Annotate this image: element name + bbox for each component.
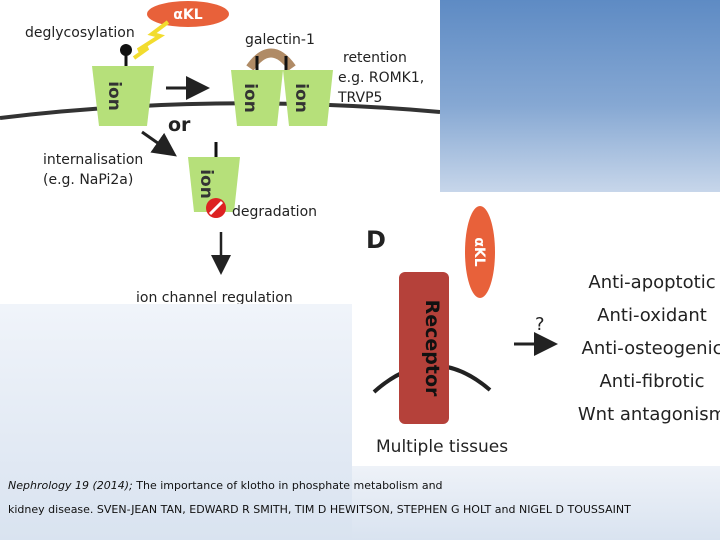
background-pale-strip <box>352 466 720 540</box>
question-mark-label: ? <box>535 314 545 335</box>
effect-item: Anti-apoptotic <box>588 272 715 293</box>
alpha-klotho-shape <box>465 206 495 298</box>
panel-c-svg: deglycosylation αKL galectin-1 retention… <box>0 1 441 306</box>
ion-label: ion <box>196 169 216 199</box>
degradation-stop-icon <box>206 198 226 218</box>
ion-label: ion <box>291 83 311 113</box>
retention-example-1: e.g. ROMK1, <box>338 70 424 86</box>
galectin-lattice <box>246 48 296 72</box>
citation-title: The importance of klotho in phosphate me… <box>132 479 443 492</box>
ion-label: ion <box>104 81 124 111</box>
channel-body <box>188 157 240 212</box>
effect-item: Anti-osteogenic <box>582 338 720 359</box>
galectin-shape <box>246 48 296 71</box>
or-label: or <box>168 114 191 136</box>
effect-item: Anti-oxidant <box>597 305 707 326</box>
receptor-shape <box>399 272 449 424</box>
alpha-klotho-label: αKL <box>173 7 202 23</box>
background-pale-left <box>0 304 352 540</box>
retention-label: retention <box>343 50 407 66</box>
channel-body <box>231 70 283 126</box>
multiple-tissues-label: Multiple tissues <box>376 437 508 457</box>
glycan-head <box>120 44 132 56</box>
ion-channel-retained-left: ion <box>231 70 283 126</box>
citation-authors: kidney disease. SVEN-JEAN TAN, EDWARD R … <box>8 503 631 516</box>
arrow-to-internalisation <box>141 130 177 157</box>
ion-label: ion <box>240 83 260 113</box>
deglycosylation-label: deglycosylation <box>25 25 135 41</box>
lightning-bolt-icon <box>132 20 170 60</box>
galectin-label: galectin-1 <box>245 32 315 48</box>
background-blue-top <box>440 0 720 192</box>
ion-channel-retained-right: ion <box>283 70 333 126</box>
ion-channel-regulation-label: ion channel regulation <box>136 290 293 304</box>
alpha-klotho-molecule: αKL <box>147 1 229 27</box>
receptor-label: Receptor <box>421 300 443 397</box>
citation: Nephrology 19 (2014); The importance of … <box>8 474 708 522</box>
receptor-molecule: Receptor <box>399 272 449 424</box>
effect-item: Anti-fibrotic <box>599 371 704 392</box>
channel-body <box>92 66 154 126</box>
retention-example-2: TRVP5 <box>337 90 382 106</box>
degradation-label: degradation <box>232 204 317 220</box>
ion-channel-internalised: ion <box>188 142 240 212</box>
citation-journal: Nephrology 19 (2014); <box>8 479 133 492</box>
internalisation-label: internalisation <box>43 152 143 168</box>
ion-channel-deglycosylated: ion <box>92 44 154 126</box>
channel-body <box>283 70 333 126</box>
effect-item: Wnt antagonism <box>578 404 720 425</box>
alpha-klotho-label: αKL <box>471 237 487 266</box>
alpha-klotho-shape <box>147 1 229 27</box>
cell-membrane <box>0 101 441 120</box>
effects-list: Anti-apoptoticAnti-oxidantAnti-osteogeni… <box>578 272 720 425</box>
panel-d-letter: D <box>366 226 386 254</box>
internalisation-example: (e.g. NaPi2a) <box>43 172 133 188</box>
panel-d-svg: D αKL Receptor ? Anti-apoptoticAnti-oxid… <box>366 206 720 457</box>
alpha-klotho-molecule: αKL <box>465 206 495 298</box>
